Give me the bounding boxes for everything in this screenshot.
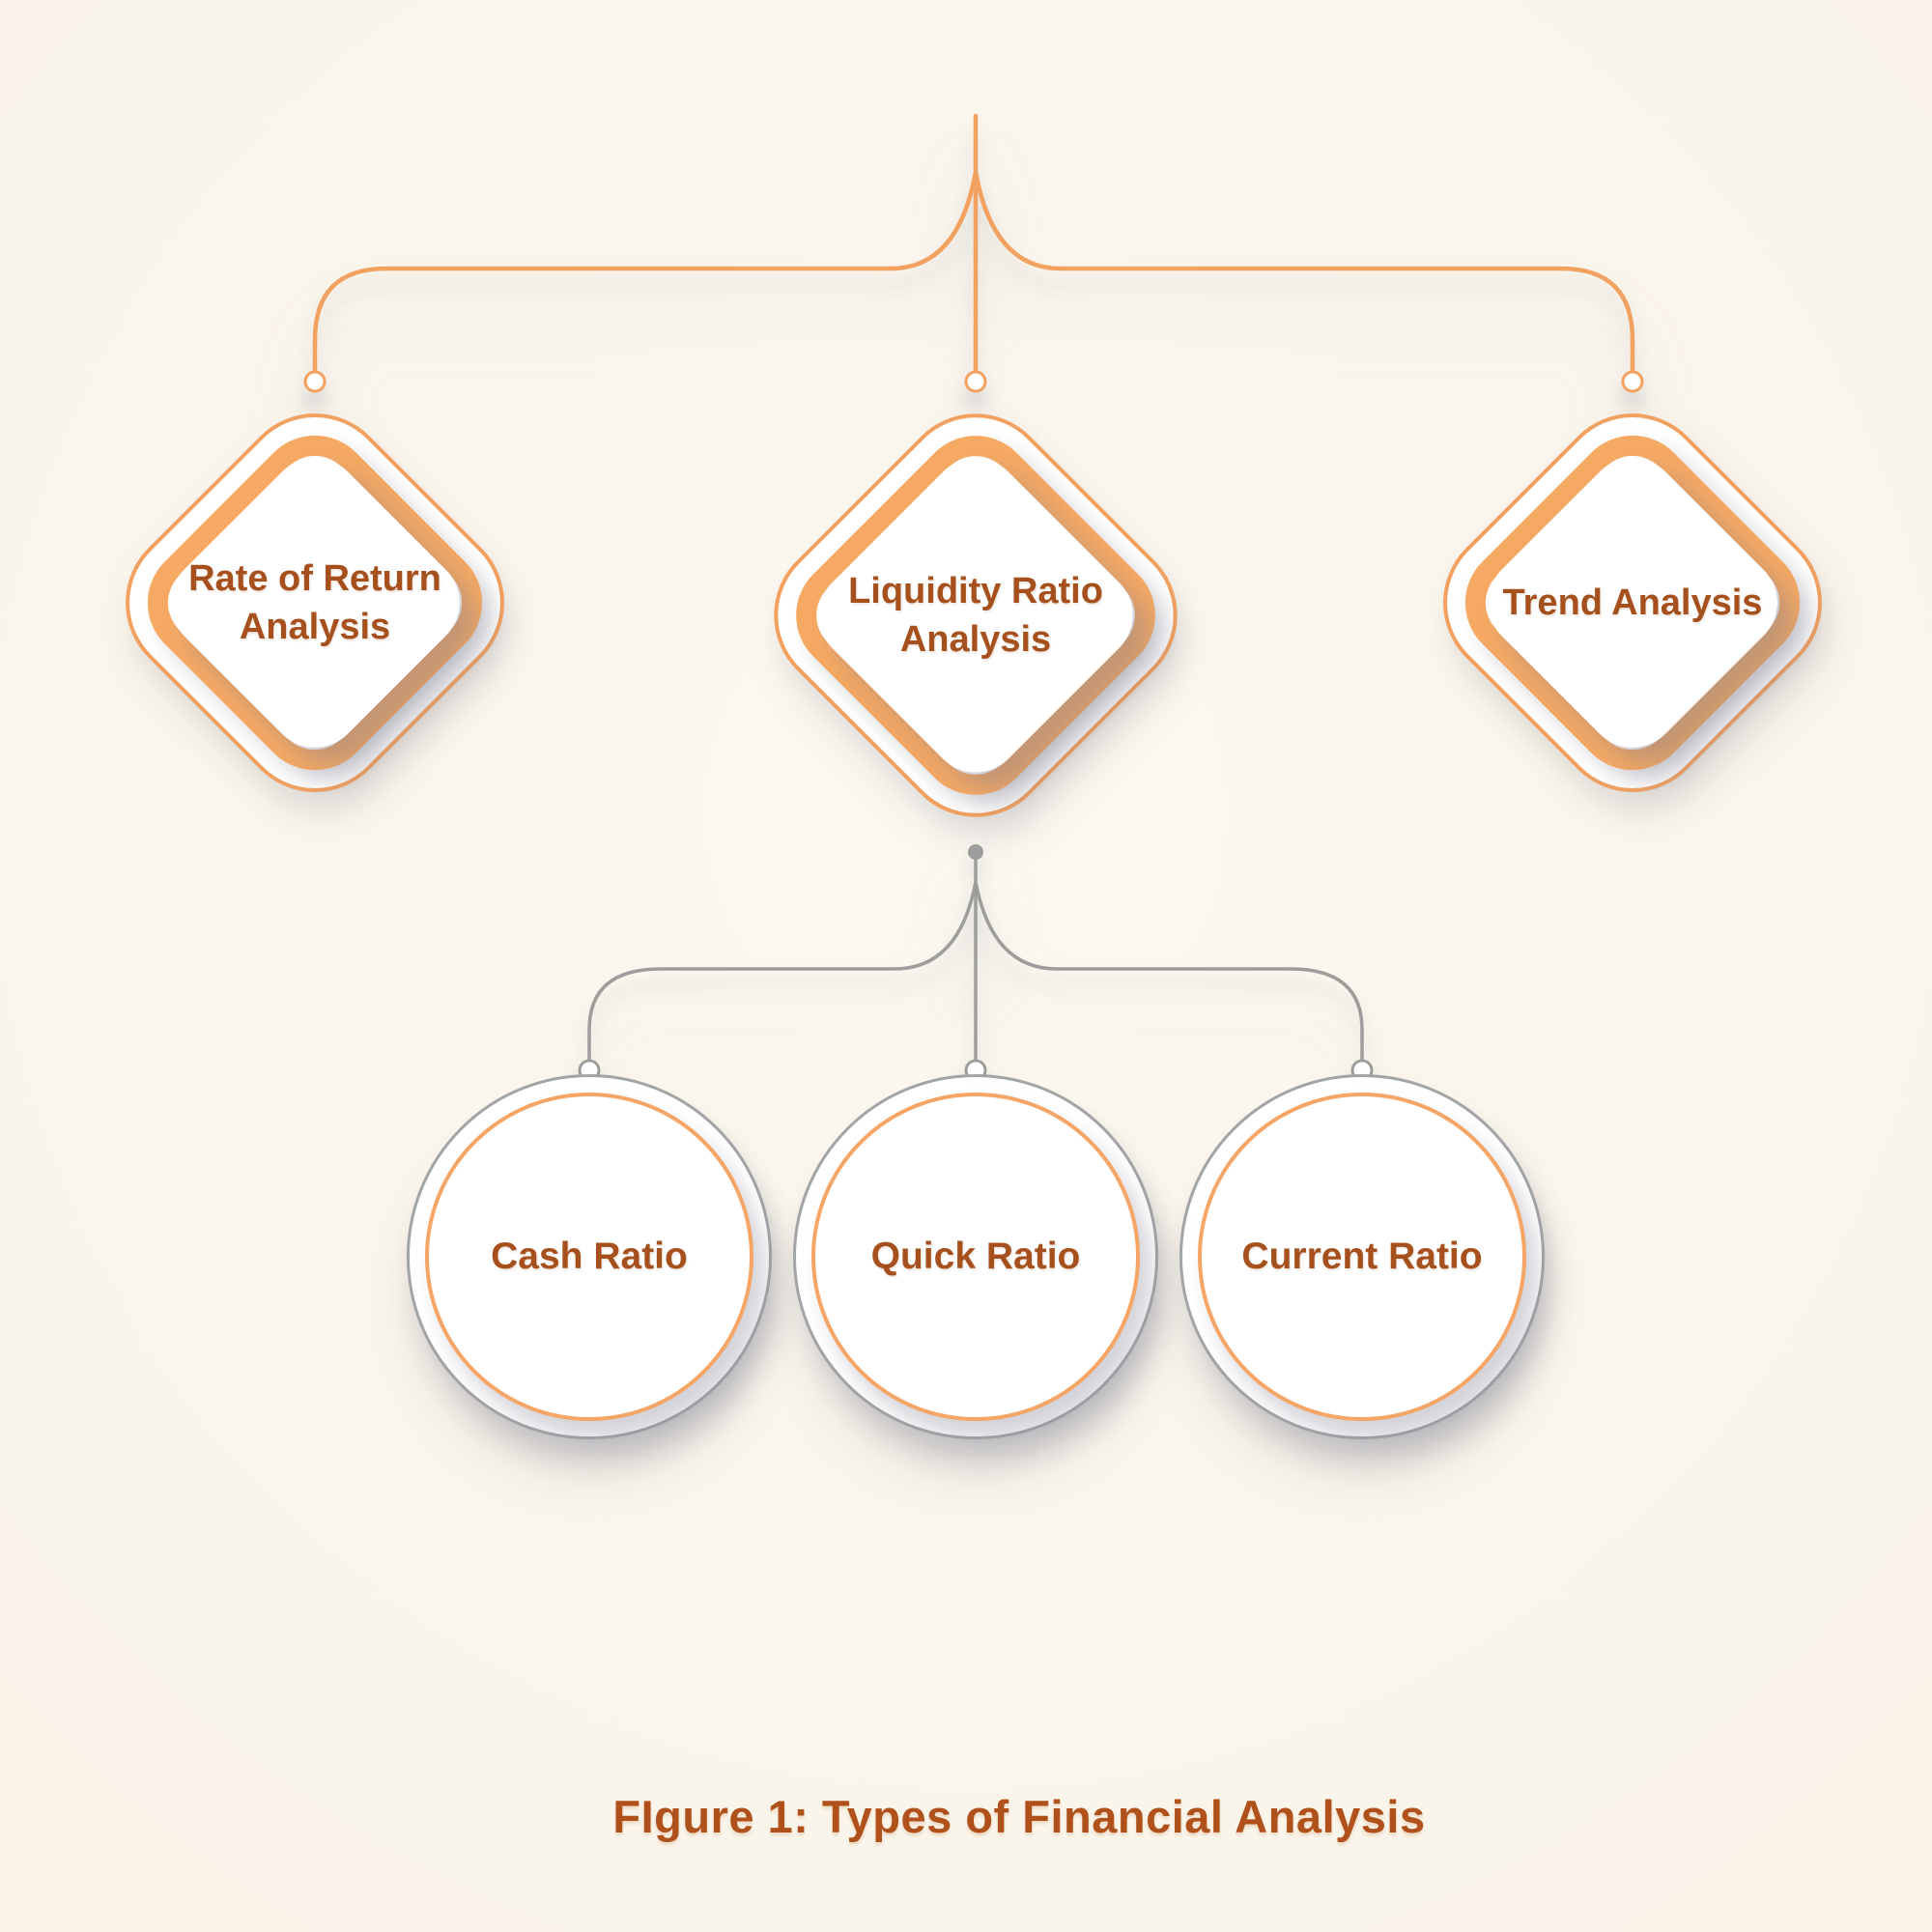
circle-inner-ring: [425, 1093, 753, 1421]
node-cash-ratio: Cash Ratio: [407, 1074, 772, 1439]
node-label-text: Quick Ratio: [870, 1236, 1081, 1277]
figure-caption: FIgure 1: Types of Financial Analysis: [612, 1791, 1426, 1842]
node-label: Trend Analysis: [1476, 446, 1789, 759]
level2-connector-group: [578, 844, 1374, 1082]
joint-liquidity-ratio-icon: [964, 370, 987, 393]
node-rate-of-return-analysis: Rate of Return Analysis: [93, 381, 537, 825]
node-label: Current Ratio: [1179, 1074, 1545, 1439]
level2-branch-line: [587, 881, 1364, 1063]
circle-inner-ring: [811, 1093, 1140, 1421]
node-label-line1: Liquidity Ratio: [848, 570, 1103, 611]
level1-connector-group: [303, 113, 1644, 393]
joint-trend-analysis-icon: [1621, 370, 1644, 393]
node-trend-analysis: Trend Analysis: [1410, 381, 1855, 825]
node-label: Quick Ratio: [793, 1074, 1158, 1439]
node-current-ratio: Current Ratio: [1179, 1074, 1545, 1439]
level1-branch-line: [312, 171, 1635, 376]
node-label: Liquidity Ratio Analysis: [810, 450, 1141, 781]
node-label-text: Current Ratio: [1241, 1236, 1483, 1277]
joint-rate-of-return-icon: [303, 370, 327, 393]
node-label-line2: Analysis: [239, 607, 391, 647]
node-label: Rate of Return Analysis: [158, 446, 471, 759]
node-label-line2: Analysis: [899, 619, 1052, 660]
node-quick-ratio: Quick Ratio: [793, 1074, 1158, 1439]
node-label: Cash Ratio: [407, 1074, 772, 1439]
node-label-line1: Rate of Return: [188, 557, 441, 599]
node-label-text: Cash Ratio: [491, 1236, 688, 1277]
node-liquidity-ratio-analysis: Liquidity Ratio Analysis: [742, 382, 1209, 849]
circle-inner-ring: [1198, 1093, 1526, 1421]
node-label-line1: Trend Analysis: [1502, 582, 1763, 623]
liquidity-bottom-dot-icon: [968, 844, 983, 860]
